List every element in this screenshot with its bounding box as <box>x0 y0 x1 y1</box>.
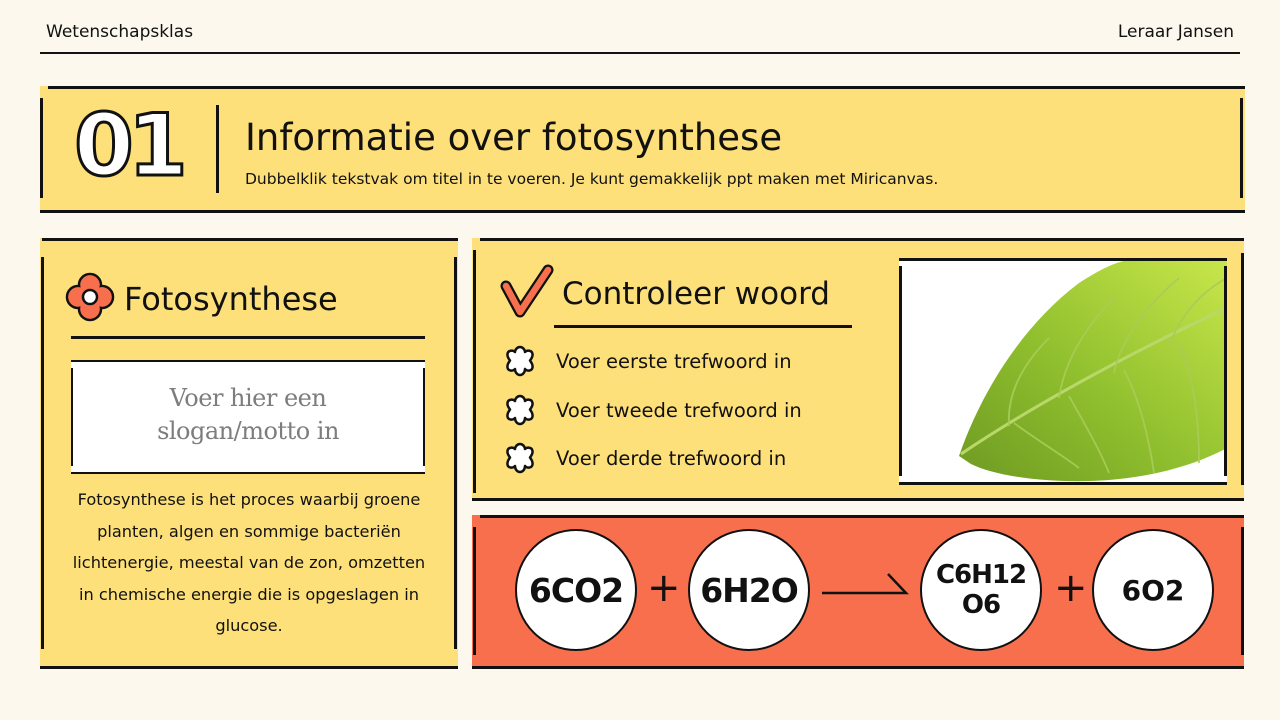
header-divider <box>40 52 1240 54</box>
product-o2-circle[interactable]: 6O2 <box>1092 529 1214 651</box>
panel-border-right <box>1241 253 1244 485</box>
title-banner: 01 Informatie over fotosynthese Dubbelkl… <box>40 86 1245 213</box>
keyword-panel: Controleer woord Voer eerste trefwoord i… <box>472 238 1244 501</box>
banner-separator <box>216 105 219 193</box>
heading-underline <box>71 336 425 339</box>
panel-heading[interactable]: Fotosynthese <box>124 280 338 318</box>
keyword-item[interactable]: Voer tweede trefwoord in <box>504 393 802 427</box>
slogan-textbox[interactable]: Voer hier een slogan/motto in <box>71 360 425 474</box>
glucose-line-1: C6H12 <box>935 560 1027 590</box>
slogan-placeholder: Voer hier een slogan/motto in <box>71 382 425 448</box>
banner-border-left <box>40 98 43 198</box>
plus-sign: + <box>647 565 681 611</box>
keyword-item[interactable]: Voer eerste trefwoord in <box>504 344 792 378</box>
slogan-border-right <box>423 368 425 466</box>
panel-border-top <box>42 238 458 241</box>
header-teacher-label: Leraar Jansen <box>1117 22 1234 42</box>
reactant-co2-label: 6CO2 <box>528 570 624 610</box>
product-glucose-circle[interactable]: C6H12 O6 <box>920 529 1042 651</box>
panel-border-left <box>473 527 476 655</box>
flower-outline-icon <box>506 345 534 377</box>
keyword-heading-underline <box>554 325 852 328</box>
glucose-line-2: O6 <box>961 590 1001 620</box>
banner-border-top <box>48 86 1245 89</box>
banner-border-right <box>1240 98 1243 198</box>
plus-sign: + <box>1054 565 1088 611</box>
slogan-border-bottom <box>71 472 425 474</box>
keyword-heading[interactable]: Controleer woord <box>562 276 830 312</box>
checkmark-icon <box>500 264 554 318</box>
reactant-h2o-circle[interactable]: 6H2O <box>688 529 810 651</box>
flower-icon <box>65 272 115 322</box>
panel-body-text[interactable]: Fotosynthese is het proces waarbij groen… <box>72 490 426 635</box>
product-glucose-label: C6H12 O6 <box>935 560 1027 620</box>
header-class-label: Wetenschapsklas <box>46 22 194 42</box>
frame-border-left <box>899 266 902 476</box>
page-subtitle[interactable]: Dubbelklik tekstvak om titel in te voere… <box>245 170 939 188</box>
keyword-label: Voer eerste trefwoord in <box>556 349 792 373</box>
equation-panel: 6CO2 + 6H2O C6H12 O6 + 6O2 <box>472 515 1244 669</box>
slogan-border-top <box>71 360 425 362</box>
panel-border-bottom <box>472 498 1244 501</box>
frame-border-bottom <box>899 482 1227 485</box>
panel-border-top <box>480 238 1244 241</box>
leaf-image-frame[interactable] <box>899 258 1227 485</box>
frame-border-top <box>899 258 1227 261</box>
flower-outline-icon <box>506 394 534 426</box>
section-number: 01 <box>73 95 190 198</box>
slogan-border-left <box>71 368 73 466</box>
reactant-co2-circle[interactable]: 6CO2 <box>515 529 637 651</box>
photosynthesis-panel: Fotosynthese Voer hier een slogan/motto … <box>40 238 458 669</box>
panel-border-right <box>454 257 457 649</box>
reaction-arrow-icon <box>822 573 909 595</box>
banner-border-bottom <box>40 210 1245 213</box>
page-title[interactable]: Informatie over fotosynthese <box>245 116 783 159</box>
flower-outline-icon <box>506 442 534 474</box>
slogan-line-2: slogan/motto in <box>157 417 339 445</box>
panel-border-left <box>473 250 476 493</box>
slogan-line-1: Voer hier een <box>169 384 327 412</box>
frame-border-right <box>1224 266 1227 476</box>
green-leaf-image <box>959 261 1227 482</box>
panel-border-bottom <box>40 666 458 669</box>
panel-border-bottom <box>472 666 1244 669</box>
product-o2-label: 6O2 <box>1121 573 1185 607</box>
panel-border-right <box>1241 527 1244 655</box>
panel-border-top <box>480 515 1244 518</box>
panel-border-left <box>41 257 44 649</box>
keyword-label: Voer tweede trefwoord in <box>556 398 802 422</box>
keyword-label: Voer derde trefwoord in <box>556 446 787 470</box>
keyword-item[interactable]: Voer derde trefwoord in <box>504 441 786 475</box>
reactant-h2o-label: 6H2O <box>700 570 799 610</box>
